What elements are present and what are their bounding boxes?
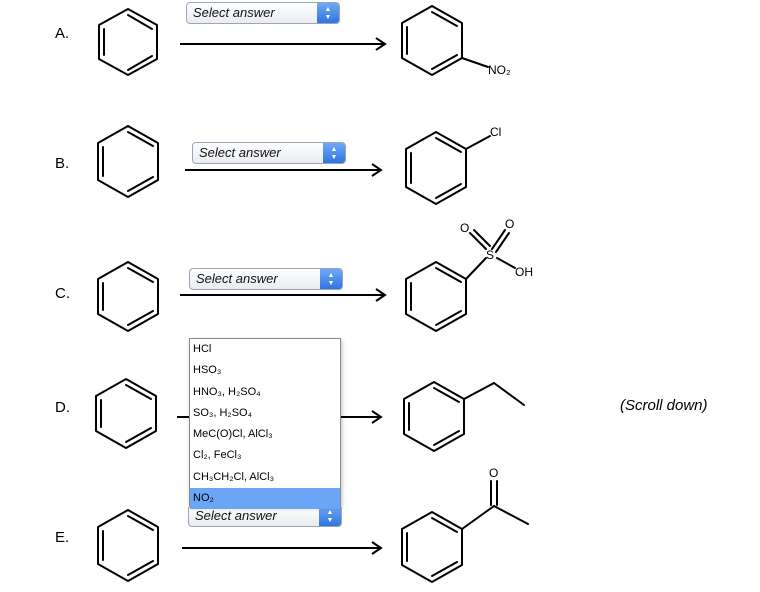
row-label-b: B. [55, 155, 70, 172]
select-arrows-icon: ▲▼ [323, 143, 345, 163]
row-label-e: E. [55, 529, 70, 546]
sulfur-label: S [486, 248, 494, 262]
select-arrows-icon: ▲▼ [317, 3, 339, 23]
row-label-d: D. [55, 399, 70, 416]
dropdown-option[interactable]: CH₃CH₂Cl, AlCl₃ [193, 470, 275, 483]
product-chlorobenzene [405, 131, 491, 205]
reactant-benzene-b [97, 125, 159, 198]
dropdown-option[interactable]: Cl₂, FeCl₃ [193, 449, 242, 462]
product-benzenesulfonic-acid [405, 229, 516, 332]
reactant-benzene-c [97, 261, 159, 332]
sulfonyl-o-left: O [460, 221, 469, 235]
dropdown-option[interactable]: MeC(O)Cl, AlCl₃ [193, 428, 273, 441]
row-label-a: A. [55, 25, 70, 42]
row-label-c: C. [55, 285, 70, 302]
product-ethylbenzene [403, 381, 525, 452]
reagent-select-e-value: Select answer [195, 508, 277, 523]
select-arrows-icon: ▲▼ [319, 506, 341, 526]
dropdown-option[interactable]: HSO₃ [193, 364, 222, 377]
reagent-select-b[interactable]: Select answer ▲▼ [192, 142, 346, 164]
product-acetophenone [401, 480, 529, 583]
reagent-select-b-value: Select answer [199, 145, 281, 160]
reactant-benzene-a [98, 8, 158, 76]
reagent-select-a-value: Select answer [193, 5, 275, 20]
product-nitrobenzene [401, 5, 489, 76]
scroll-down-note: (Scroll down) [620, 397, 708, 414]
reagent-select-c[interactable]: Select answer ▲▼ [189, 268, 343, 290]
no2-label: NO₂ [488, 63, 511, 77]
reactant-benzene-d [95, 378, 157, 449]
reagent-select-c-value: Select answer [196, 271, 278, 286]
reactant-benzene-e [97, 509, 159, 582]
hydroxyl-label: OH [515, 265, 533, 279]
dropdown-option[interactable]: HCl [193, 343, 212, 355]
select-arrows-icon: ▲▼ [320, 269, 342, 289]
cl-label: Cl [490, 125, 501, 139]
reagent-select-d-options[interactable]: HCl HSO₃ HNO₃, H₂SO₄ SO₃, H₂SO₄ MeC(O)Cl… [189, 338, 341, 510]
dropdown-option-selected[interactable]: NO₂ [190, 488, 340, 510]
dropdown-option[interactable]: SO₃, H₂SO₄ [193, 406, 253, 419]
reagent-select-a[interactable]: Select answer ▲▼ [186, 2, 340, 24]
sulfonyl-o-right: O [505, 217, 514, 231]
carbonyl-o-label: O [489, 466, 498, 480]
dropdown-option[interactable]: HNO₃, H₂SO₄ [193, 385, 261, 398]
